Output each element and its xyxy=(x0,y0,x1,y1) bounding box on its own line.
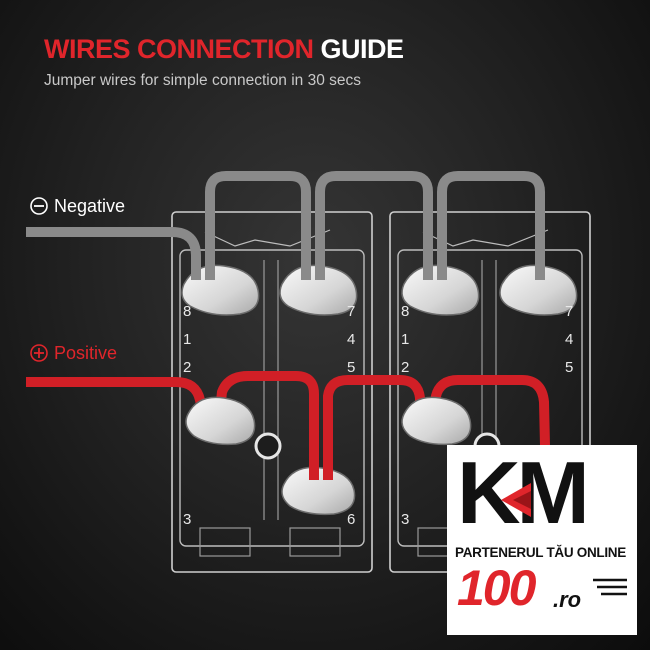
negative-jumper-2 xyxy=(315,171,433,280)
lug-s1-pin2 xyxy=(185,396,256,446)
positive-label: Positive xyxy=(54,343,117,363)
switch-1 xyxy=(171,211,373,573)
s1-pin-5: 5 xyxy=(347,359,355,376)
s1-pin-3: 3 xyxy=(183,511,191,528)
legend-positive: Positive xyxy=(30,343,117,363)
s2-pin-4: 4 xyxy=(565,331,573,348)
logo-suffix: .ro xyxy=(553,587,582,612)
positive-jumper-1 xyxy=(215,371,319,480)
legend-negative: Negative xyxy=(30,196,125,216)
page-subtitle: Jumper wires for simple connection in 30… xyxy=(44,72,362,89)
logo-speed-lines-icon xyxy=(593,578,627,596)
title-highlight: WIRES CONNECTION xyxy=(44,34,314,64)
s1-pin-2: 2 xyxy=(183,359,191,376)
title-rest: GUIDE xyxy=(313,34,405,64)
negative-jumper-1 xyxy=(205,171,311,280)
minus-icon xyxy=(30,197,48,215)
switch-1-housing xyxy=(179,249,365,547)
s1-pin-7: 7 xyxy=(347,303,355,320)
lug-s2-pin2 xyxy=(401,396,472,446)
logo-arrow-icon xyxy=(501,483,531,517)
positive-feed-wire xyxy=(26,377,207,411)
plus-icon xyxy=(30,344,48,362)
page-title: WIRES CONNECTION GUIDE xyxy=(44,34,404,65)
logo-tagline: PARTENERUL TĂU ONLINE xyxy=(455,545,626,560)
s2-pin-1: 1 xyxy=(401,331,409,348)
positive-wires xyxy=(26,371,551,491)
s1-pin-1: 1 xyxy=(183,331,191,348)
switch-1-pin-labels: 8 1 2 3 7 4 5 6 xyxy=(183,303,355,528)
lug-s1-pin8 xyxy=(181,264,260,316)
negative-jumper-3 xyxy=(437,171,545,280)
s1-pin-8: 8 xyxy=(183,303,191,320)
switch-2-pin-labels: 8 1 2 3 7 4 5 xyxy=(401,303,573,528)
wire-tips xyxy=(191,262,545,480)
s2-pin-5: 5 xyxy=(565,359,573,376)
negative-wires xyxy=(26,171,545,280)
s2-pin-2: 2 xyxy=(401,359,409,376)
km100-logo: KM PARTENERUL TĂU ONLINE 100 .ro xyxy=(447,445,637,635)
positive-jumper-3 xyxy=(429,375,551,491)
negative-label: Negative xyxy=(54,196,125,216)
s1-pin-6: 6 xyxy=(347,511,355,528)
s2-pin-8: 8 xyxy=(401,303,409,320)
negative-feed-wire xyxy=(26,227,201,280)
switch-1-base-right xyxy=(289,527,341,557)
logo-number: 100 xyxy=(457,560,536,616)
switch-1-top-ridge xyxy=(204,229,331,247)
switch-1-light-socket xyxy=(254,432,282,460)
s2-pin-3: 3 xyxy=(401,511,409,528)
s2-pin-7: 7 xyxy=(565,303,573,320)
switch-1-frame xyxy=(171,211,373,573)
switch-1-base-left xyxy=(199,527,251,557)
s1-pin-4: 4 xyxy=(347,331,355,348)
positive-jumper-2 xyxy=(323,375,425,480)
